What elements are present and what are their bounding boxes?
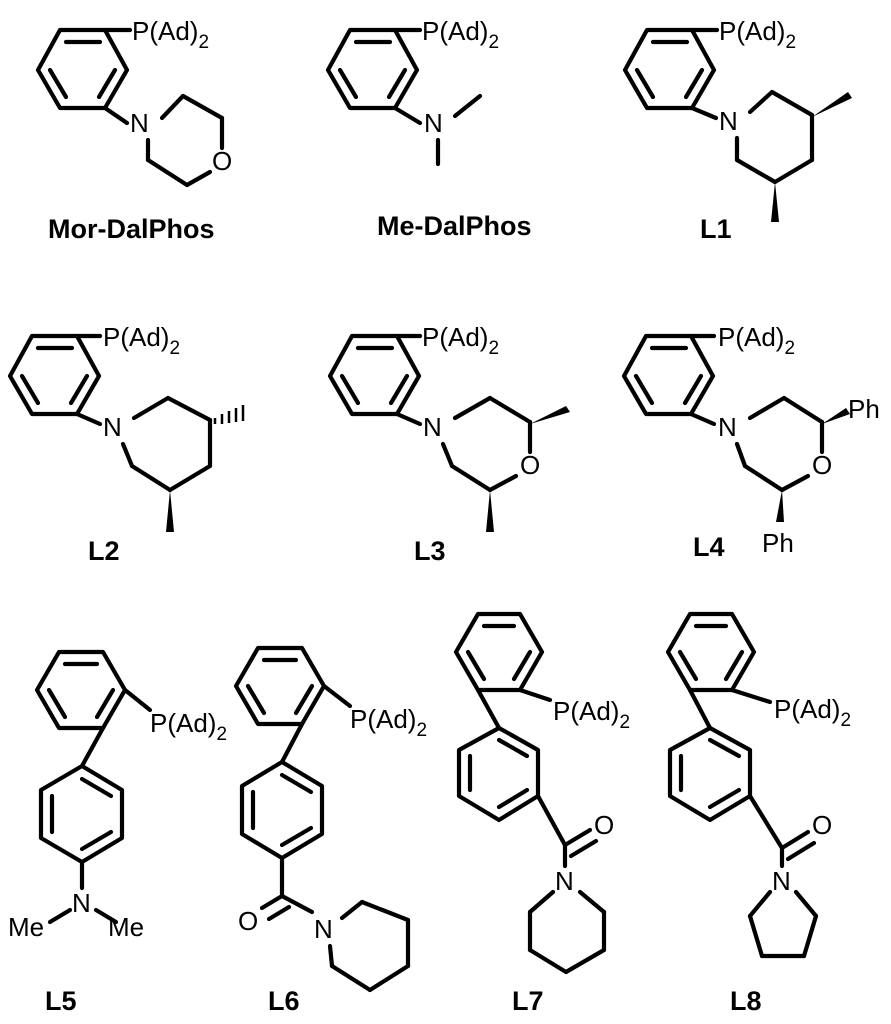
o-label: O (238, 906, 258, 936)
p-label: P(Ad)2 (718, 322, 795, 359)
structure-l2: P(Ad)2 N L2 (7, 322, 245, 566)
p-label: P(Ad)2 (103, 322, 180, 359)
o-label: O (812, 810, 832, 840)
n-label: N (772, 866, 791, 896)
n-label: N (130, 108, 149, 138)
compound-label: L5 (45, 986, 77, 1016)
structure-l5: P(Ad)2 N Me Me L5 (8, 649, 227, 1016)
compound-label: L2 (88, 536, 120, 566)
p-label: P(Ad)2 (150, 708, 227, 745)
p-label: P(Ad)2 (719, 16, 796, 53)
compound-label: L6 (268, 986, 300, 1016)
o-label: O (212, 146, 232, 176)
structure-l1: P(Ad)2 N L1 (622, 16, 852, 244)
compound-label: L3 (414, 536, 446, 566)
o-label: O (812, 450, 832, 480)
structure-l6: P(Ad)2 O N L6 (233, 645, 427, 1016)
compound-label: L1 (700, 214, 732, 244)
structure-l8: P(Ad)2 O N L8 (665, 611, 851, 1016)
o-label: O (594, 810, 614, 840)
phenyl-label: Ph (848, 394, 880, 424)
n-label: N (72, 888, 91, 918)
structure-mor-dalphos: P(Ad)2 N O Mor-DalPhos (35, 16, 232, 244)
p-label: P(Ad)2 (132, 16, 209, 53)
n-label: N (718, 412, 737, 442)
p-label: P(Ad)2 (350, 704, 427, 741)
p-label: P(Ad)2 (774, 694, 851, 731)
n-label: N (555, 866, 574, 896)
n-label: N (103, 412, 122, 442)
methyl-label: Me (8, 912, 44, 942)
o-label: O (520, 450, 540, 480)
n-label: N (314, 914, 333, 944)
p-label: P(Ad)2 (553, 696, 630, 733)
structure-l4: P(Ad)2 N O Ph Ph L4 (621, 322, 880, 562)
compound-label: Mor-DalPhos (48, 214, 215, 244)
n-label: N (423, 412, 442, 442)
compound-label: L4 (693, 532, 725, 562)
structure-me-dalphos: P(Ad)2 N Me-DalPhos (325, 16, 532, 241)
phenyl-label: Ph (762, 528, 794, 558)
compound-label: L7 (512, 986, 544, 1016)
n-label: N (424, 108, 443, 138)
p-label: P(Ad)2 (422, 322, 499, 359)
methyl-label: Me (108, 912, 144, 942)
compound-label: L8 (730, 986, 762, 1016)
p-label: P(Ad)2 (422, 16, 499, 53)
structure-l3: P(Ad)2 N O L3 (327, 322, 570, 566)
n-label: N (719, 106, 738, 136)
compound-label: Me-DalPhos (377, 211, 532, 241)
structure-l7: P(Ad)2 O N L7 (453, 611, 630, 1016)
